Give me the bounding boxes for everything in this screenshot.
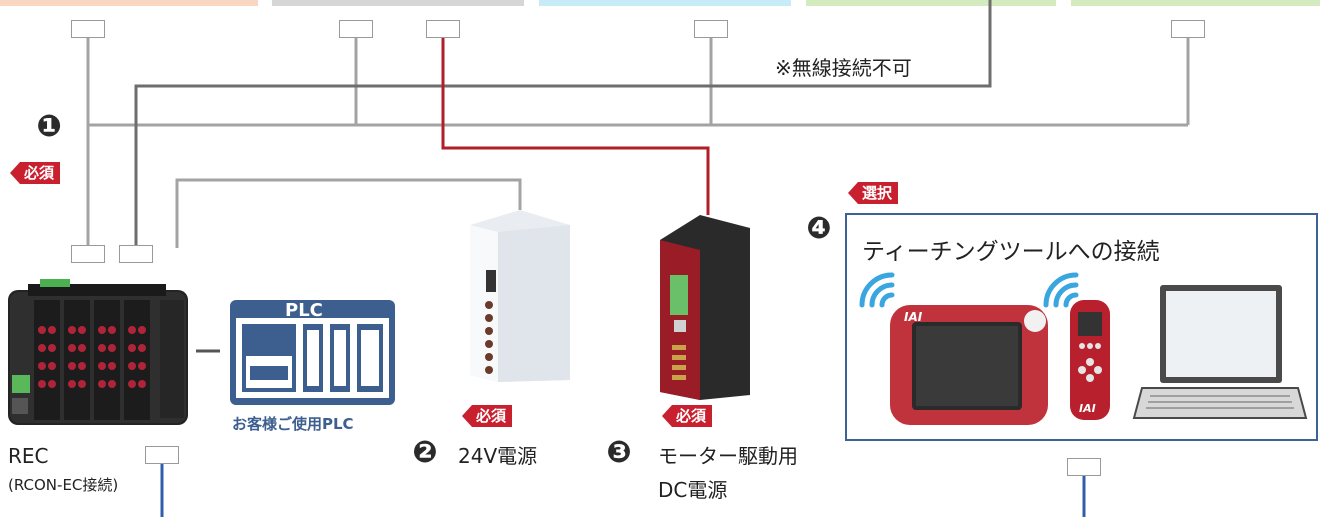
connector-rec-bottom — [145, 446, 179, 464]
connector-top-5 — [1171, 20, 1205, 38]
tag-required-motor: 必須 — [661, 405, 713, 427]
plc-caption: お客様ご使用PLC — [232, 415, 354, 433]
tag-required-rec: 必須 — [9, 162, 61, 184]
top-bar-3 — [539, 0, 791, 6]
connector-top-4 — [694, 20, 728, 38]
teaching-tool-box — [845, 213, 1318, 441]
top-bar-2 — [272, 0, 524, 6]
rec-sublabel: (RCON-EC接続) — [8, 476, 119, 494]
motor-power-line1: モーター駆動用 — [658, 444, 798, 468]
top-bar-4 — [806, 0, 1056, 6]
connector-teaching-bottom — [1067, 458, 1101, 476]
connector-top-1 — [71, 20, 105, 38]
number-1-icon: ❶ — [36, 109, 62, 144]
connector-top-3 — [426, 20, 460, 38]
wireless-note: ※無線接続不可 — [775, 56, 912, 80]
motor-power-line2: DC電源 — [658, 478, 728, 502]
tablet-logo: IAI — [904, 310, 923, 324]
top-bar-1 — [0, 0, 258, 6]
top-bar-5 — [1071, 0, 1320, 6]
connector-rec-2 — [119, 245, 153, 263]
connector-rec-1 — [71, 245, 105, 263]
number-3-icon: ❸ — [606, 435, 632, 470]
tag-required-24v: 必須 — [461, 405, 513, 427]
tag-select: 選択 — [847, 182, 899, 204]
number-4-icon: ❹ — [806, 211, 832, 246]
rec-label: REC — [8, 444, 49, 468]
number-2-icon: ❷ — [412, 435, 438, 470]
power24-label: 24V電源 — [458, 444, 538, 468]
pendant-logo: IAI — [1079, 402, 1096, 415]
plc-title: PLC — [285, 300, 323, 321]
connector-top-2 — [339, 20, 373, 38]
teaching-title: ティーチングツールへの接続 — [862, 239, 1160, 265]
